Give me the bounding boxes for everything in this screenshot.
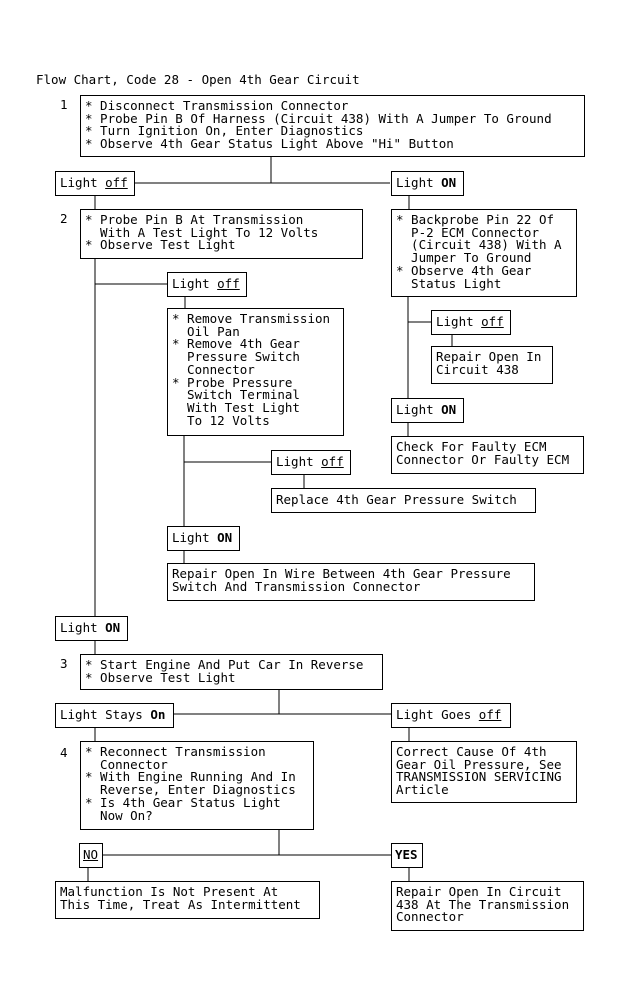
step4-box: * Reconnect Transmission Connector * Wit… [80, 741, 314, 830]
chart-title: Flow Chart, Code 28 - Open 4th Gear Circ… [36, 72, 360, 87]
on-text: On [150, 707, 166, 722]
light-text: Light [396, 402, 442, 417]
on-text: ON [441, 175, 457, 190]
light-text: Light [60, 620, 106, 635]
light-text: Light [396, 175, 442, 190]
step-number-2: 2 [60, 211, 68, 226]
light-off-label-4: Light off [271, 450, 351, 475]
replace-switch-box: Replace 4th Gear Pressure Switch [271, 488, 536, 513]
correct-cause-text: Correct Cause Of 4th Gear Oil Pressure, … [396, 744, 562, 798]
light-goes-off-label: Light Goes off [391, 703, 511, 728]
off-text: off [481, 314, 504, 329]
malfunction-text: Malfunction Is Not Present At This Time,… [60, 884, 301, 912]
light-text: Light [60, 175, 106, 190]
remove-pan-box: * Remove Transmission Oil Pan * Remove 4… [167, 308, 344, 436]
repair-wire-text: Repair Open In Wire Between 4th Gear Pre… [172, 566, 511, 594]
step1-box: * Disconnect Transmission Connector * Pr… [80, 95, 585, 157]
light-off-label-1: Light off [55, 171, 135, 196]
light-text: Light [172, 530, 218, 545]
step2-text: * Probe Pin B At Transmission With A Tes… [85, 212, 319, 253]
step4-text: * Reconnect Transmission Connector * Wit… [85, 744, 296, 823]
step1-text: * Disconnect Transmission Connector * Pr… [85, 98, 552, 152]
no-label: NO [79, 843, 103, 868]
step3-text: * Start Engine And Put Car In Reverse * … [85, 657, 364, 685]
yes-label: YES [391, 843, 423, 868]
on-text: ON [105, 620, 121, 635]
light-stays-text: Light Stays [60, 707, 151, 722]
on-text: ON [217, 530, 233, 545]
off-text: off [321, 454, 344, 469]
step3-box: * Start Engine And Put Car In Reverse * … [80, 654, 383, 690]
light-on-label-2: Light ON [391, 398, 464, 423]
repair-transmission-text: Repair Open In Circuit 438 At The Transm… [396, 884, 570, 925]
malfunction-box: Malfunction Is Not Present At This Time,… [55, 881, 320, 919]
light-on-label-1: Light ON [391, 171, 464, 196]
light-off-label-3: Light off [431, 310, 511, 335]
backprobe-box: * Backprobe Pin 22 Of P-2 ECM Connector … [391, 209, 577, 297]
remove-pan-text: * Remove Transmission Oil Pan * Remove 4… [172, 311, 331, 428]
light-goes-text: Light Goes [396, 707, 479, 722]
repair-wire-box: Repair Open In Wire Between 4th Gear Pre… [167, 563, 535, 601]
light-text: Light [172, 276, 218, 291]
check-ecm-text: Check For Faulty ECM Connector Or Faulty… [396, 439, 570, 467]
repair-transmission-box: Repair Open In Circuit 438 At The Transm… [391, 881, 584, 931]
off-text: off [478, 707, 502, 722]
repair-circuit-438-text: Repair Open In Circuit 438 [436, 349, 542, 377]
light-off-label-2: Light off [167, 272, 247, 297]
on-text: ON [441, 402, 457, 417]
step-number-1: 1 [60, 97, 68, 112]
light-text: Light [276, 454, 322, 469]
light-on-label-3: Light ON [167, 526, 240, 551]
off-text: off [105, 175, 128, 190]
correct-cause-box: Correct Cause Of 4th Gear Oil Pressure, … [391, 741, 577, 803]
light-stays-on-label: Light Stays On [55, 703, 174, 728]
step2-box: * Probe Pin B At Transmission With A Tes… [80, 209, 363, 259]
yes-text: YES [395, 847, 418, 862]
repair-circuit-438-box: Repair Open In Circuit 438 [431, 346, 553, 384]
light-text: Light [436, 314, 482, 329]
no-text: NO [83, 847, 99, 862]
light-on-label-4: Light ON [55, 616, 128, 641]
backprobe-text: * Backprobe Pin 22 Of P-2 ECM Connector … [396, 212, 562, 291]
off-text: off [217, 276, 240, 291]
check-ecm-box: Check For Faulty ECM Connector Or Faulty… [391, 436, 584, 474]
step-number-3: 3 [60, 656, 68, 671]
step-number-4: 4 [60, 745, 68, 760]
replace-switch-text: Replace 4th Gear Pressure Switch [276, 492, 517, 507]
